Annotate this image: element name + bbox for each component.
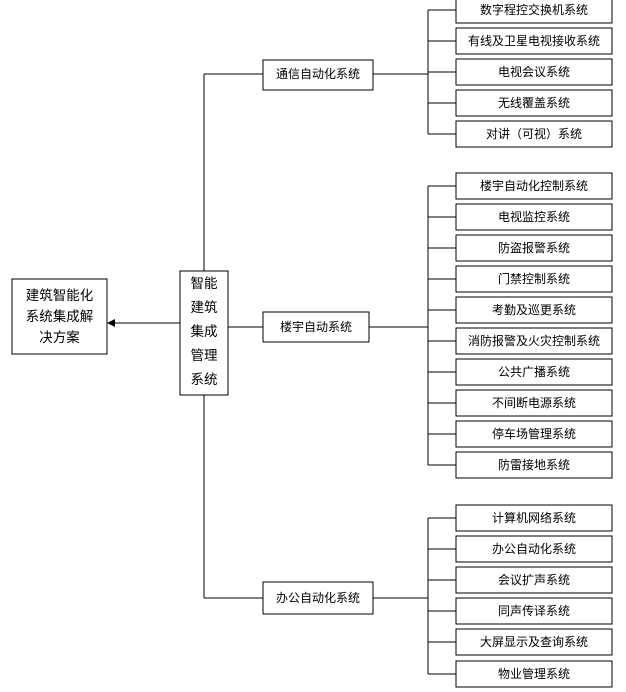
leaf-label: 无线覆盖系统 — [498, 96, 570, 110]
leaf-label: 办公自动化系统 — [492, 541, 576, 556]
group-label-2: 办公自动化系统 — [276, 590, 360, 605]
leaf-box — [455, 420, 613, 448]
leaf-box — [455, 660, 613, 688]
leaf-label: 停车场管理系统 — [492, 426, 576, 441]
center-node-label: 智能 — [191, 276, 218, 292]
center-node-label: 管理 — [191, 348, 218, 364]
leaf-label: 计算机网络系统 — [492, 510, 576, 525]
leaf-label: 防雷接地系统 — [498, 457, 570, 472]
leaf-label: 同声传译系统 — [498, 603, 570, 618]
leaf-label: 考勤及巡更系统 — [492, 303, 576, 317]
center-node-label: 集成 — [191, 324, 218, 340]
leaf-label: 电视会议系统 — [498, 64, 570, 79]
leaf-box — [455, 0, 613, 24]
leaf-box — [455, 120, 613, 148]
group-box — [262, 311, 370, 343]
leaf-label: 门禁控制系统 — [498, 271, 570, 286]
leaf-box — [455, 597, 613, 625]
leaf-box — [455, 535, 613, 563]
leaf-box — [455, 358, 613, 386]
leaf-label: 有线及卫星电视接收系统 — [468, 33, 600, 48]
leaf-box — [455, 327, 613, 355]
root-node-label: 系统集成解 — [26, 309, 94, 325]
leaf-label: 会议扩声系统 — [498, 573, 570, 587]
leaf-box — [455, 203, 613, 231]
leaf-box — [455, 504, 613, 532]
center-node-label: 建筑 — [191, 300, 218, 316]
leaf-box — [455, 234, 613, 262]
leaf-label: 消防报警及火灾控制系统 — [468, 333, 600, 348]
leaf-box — [455, 89, 613, 117]
leaf-box — [455, 296, 613, 324]
leaf-label: 大屏显示及查询系统 — [480, 635, 588, 649]
leaf-label: 防盗报警系统 — [498, 240, 570, 255]
connector-lines — [107, 9, 456, 675]
center-node-box — [179, 270, 229, 396]
leaf-box — [455, 27, 613, 55]
root-node-label: 建筑智能化 — [26, 288, 94, 304]
leaf-label: 楼宇自动化控制系统 — [480, 178, 588, 193]
leaf-box — [455, 172, 613, 200]
group-label-0: 通信自动化系统 — [276, 67, 360, 81]
leaf-label: 数字程控交换机系统 — [480, 2, 588, 17]
root-node-label: 决方案 — [39, 329, 80, 346]
leaf-box — [455, 628, 613, 656]
leaf-box — [455, 566, 613, 594]
leaf-box — [455, 451, 613, 479]
group-label-1: 楼宇自动系统 — [280, 319, 352, 334]
group-box — [262, 59, 374, 91]
root-node-box — [11, 278, 108, 355]
leaf-box — [455, 389, 613, 417]
group-box — [262, 581, 374, 615]
leaf-label: 物业管理系统 — [498, 666, 570, 681]
leaf-label: 电视监控系统 — [498, 209, 570, 224]
leaf-label: 不间断电源系统 — [492, 395, 576, 410]
leaf-box — [455, 58, 613, 86]
center-node-label: 系统 — [191, 372, 218, 388]
leaf-box — [455, 265, 613, 293]
leaf-label: 对讲（可视）系统 — [486, 126, 582, 141]
leaf-label: 公共广播系统 — [498, 365, 570, 379]
